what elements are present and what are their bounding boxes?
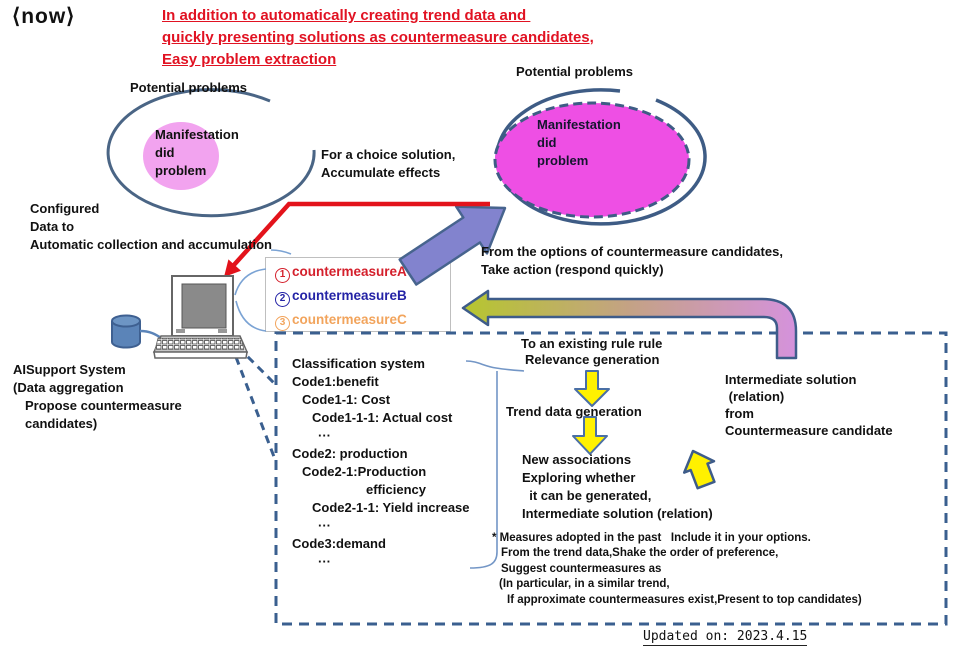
right-problem-ellipse — [495, 88, 707, 226]
measures-footnote: * Measures adopted in the past Include i… — [492, 531, 862, 608]
text-line: problem — [155, 163, 207, 178]
text-line: ··· — [318, 518, 331, 533]
right-problem-bubble — [493, 101, 691, 219]
text-line: did — [537, 135, 557, 150]
text-line: AISupport System — [13, 362, 126, 377]
text-line: To an existing rule rule — [521, 336, 663, 351]
laptop-icon — [152, 275, 249, 359]
text-line: For a choice solution, — [321, 147, 456, 162]
config-leader-line — [270, 249, 292, 255]
classification-brace-spine — [469, 371, 498, 569]
potential-problems-label-right: Potential problems — [516, 64, 634, 79]
text-line: ··· — [318, 554, 331, 569]
text-line: (In particular, in a similar trend, — [499, 578, 670, 591]
circled-number-icon: 3 — [275, 315, 290, 331]
text-line: Take action (respond quickly) — [481, 262, 664, 277]
updated-on-label: Updated on: 2023.4.15 — [643, 629, 808, 646]
text-line: Code2-1:Production — [302, 464, 427, 479]
countermeasure-label: countermeasureA — [292, 264, 407, 279]
text-line: Configured — [30, 201, 100, 216]
text-line: Code2: production — [292, 446, 408, 461]
text-line: Classification system — [292, 356, 425, 371]
manifestation-text-left: Manifestation did problem — [155, 126, 239, 180]
text-line: Code1:benefit — [292, 374, 379, 389]
text-line: (relation) — [725, 389, 785, 404]
text-line: Intermediate solution — [725, 372, 857, 387]
text-line: Automatic collection and accumulation — [30, 237, 272, 252]
now-label: ⟨now⟩ — [12, 5, 76, 28]
text-line: quickly presenting solutions as counterm… — [162, 29, 594, 46]
text-line: ··· — [318, 428, 331, 443]
text-line: Relevance generation — [525, 351, 660, 367]
text-line: Manifestation — [537, 117, 621, 132]
text-line: Code2-1-1: Yield increase — [312, 500, 470, 515]
left-problem-ellipse — [106, 88, 316, 218]
choice-solution-note: For a choice solution, Accumulate effects — [321, 146, 455, 182]
text-line: did — [155, 145, 175, 160]
dashed-panel — [274, 331, 948, 626]
text-line: Code3:demand — [292, 536, 386, 551]
text-line: from — [725, 406, 754, 421]
database-cylinder-top — [111, 314, 141, 328]
callout-tail-lower — [235, 300, 267, 332]
gradient-elbow-arrow — [461, 289, 798, 360]
text-line: Code1-1-1: Actual cost — [312, 410, 453, 425]
text-line: From the options of countermeasure candi… — [481, 244, 783, 259]
yellow-up-left-arrow — [682, 449, 716, 490]
red-arrow-line — [231, 201, 490, 268]
text-line: Countermeasure candidate — [725, 423, 893, 438]
text-line: problem — [537, 153, 589, 168]
text-line: Code1-1: Cost — [302, 392, 391, 407]
classification-brace-top — [465, 360, 525, 372]
text-line: Intermediate solution (relation) — [522, 506, 713, 521]
text-line: (Data aggregation — [13, 380, 124, 395]
page-title: In addition to automatically creating tr… — [162, 5, 594, 71]
text-line: candidates) — [25, 416, 98, 431]
database-cylinder-icon — [111, 321, 141, 349]
text-line: efficiency — [366, 482, 426, 497]
text-line: From the trend data,Shake the order of p… — [501, 547, 779, 560]
text-line: New associations — [522, 452, 632, 467]
text-line: In addition to automatically creating tr… — [162, 7, 531, 24]
callout-tail-upper — [234, 268, 267, 296]
take-action-note: From the options of countermeasure candi… — [481, 243, 783, 279]
purple-up-right-arrow — [398, 205, 507, 286]
text-line: Manifestation — [155, 127, 239, 142]
text-line: If approximate countermeasures exist,Pre… — [507, 593, 862, 606]
projection-line-lower — [229, 343, 278, 463]
text-line: Easy problem extraction — [162, 51, 337, 68]
countermeasure-label: countermeasureB — [292, 288, 407, 303]
projection-line-upper — [226, 335, 278, 387]
text-line: it can be generated, — [522, 488, 652, 503]
text-line: Accumulate effects — [321, 165, 441, 180]
countermeasure-label: countermeasureC — [292, 312, 407, 327]
trend-data-generation-label: Trend data generation — [506, 404, 642, 419]
text-line: Suggest countermeasures as — [501, 562, 662, 575]
text-line: Data to — [30, 219, 75, 234]
yellow-down-arrow-1 — [574, 370, 610, 407]
yellow-down-arrow-2 — [572, 416, 608, 455]
manifestation-text-right: Manifestation did problem — [537, 116, 621, 170]
red-arrow-head — [224, 259, 241, 277]
text-line: Exploring whether — [522, 470, 636, 485]
text-line: * Measures adopted in the past Include i… — [492, 532, 811, 544]
left-problem-bubble — [143, 122, 219, 190]
circled-number-icon: 2 — [275, 291, 290, 307]
potential-problems-label-left: Potential problems — [130, 80, 248, 95]
text-line: Propose countermeasure — [25, 398, 182, 413]
circled-number-icon: 1 — [275, 267, 290, 283]
